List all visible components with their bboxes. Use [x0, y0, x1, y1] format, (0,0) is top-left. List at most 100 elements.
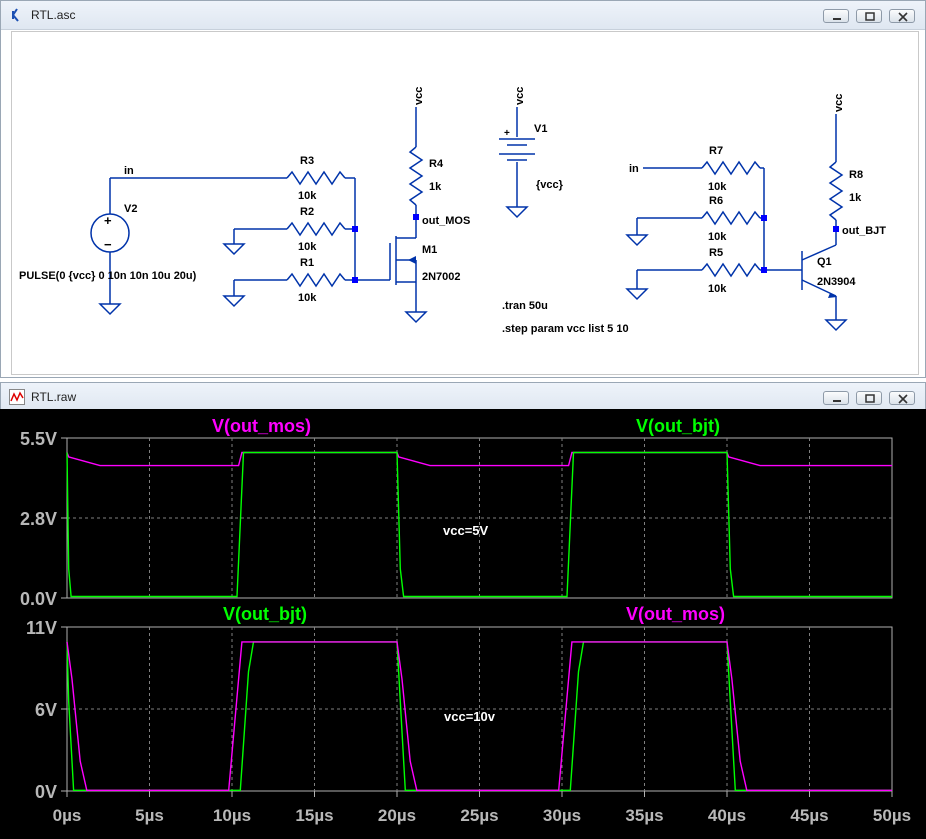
x-tick-label: 20µs [378, 806, 416, 825]
r7-value: 10k [708, 181, 727, 193]
r8-label: R8 [849, 169, 863, 181]
r6-value: 10k [708, 231, 727, 243]
trace-label-out-bjt[interactable]: V(out_bjt) [636, 416, 720, 436]
plot-background [0, 409, 926, 839]
close-button[interactable] [889, 9, 915, 23]
r5-resistor[interactable] [701, 262, 761, 278]
r3-resistor[interactable] [286, 170, 346, 186]
r7-resistor[interactable] [701, 160, 761, 176]
x-tick-label: 30µs [543, 806, 581, 825]
junction-dot [761, 267, 767, 273]
minimize-button[interactable] [823, 391, 849, 405]
trace-vout-mos[interactable] [66, 641, 892, 791]
step-annotation: vcc=10v [444, 709, 496, 724]
r3-value: 10k [298, 190, 317, 202]
step-annotation: vcc=5V [443, 523, 489, 538]
waveform-titlebar[interactable]: RTL.raw [1, 383, 925, 412]
r2-label: R2 [300, 206, 314, 218]
close-icon [898, 394, 908, 404]
r5-label: R5 [709, 247, 723, 259]
restore-icon [865, 12, 875, 21]
y-tick-label: 5.5V [20, 429, 57, 449]
r7-label: R7 [709, 145, 723, 157]
trace-vout-mos[interactable] [66, 451, 892, 467]
y-tick-label: 0V [35, 782, 57, 802]
ground-icon [625, 288, 649, 301]
net-label-out-mos: out_MOS [422, 215, 470, 227]
x-tick-label: 10µs [213, 806, 251, 825]
r3-label: R3 [300, 155, 314, 167]
junction-dot [352, 226, 358, 232]
v2-label: V2 [124, 203, 137, 215]
x-tick-label: 35µs [625, 806, 663, 825]
trace-label-out-bjt[interactable]: V(out_bjt) [223, 604, 307, 624]
junction-dot [761, 215, 767, 221]
q1-label: Q1 [817, 256, 832, 268]
r5-value: 10k [708, 283, 727, 295]
r8-resistor[interactable] [828, 161, 844, 221]
schematic-titlebar[interactable]: RTL.asc [1, 1, 925, 30]
waveform-window-title: RTL.raw [31, 390, 77, 404]
q1-emitter-arrow-icon [828, 293, 837, 298]
v2-plus-sign: + [104, 213, 112, 228]
ground-icon [505, 206, 529, 219]
step-directive: .step param vcc list 5 10 [502, 323, 629, 335]
v2-pulse-spec: PULSE(0 {vcc} 0 10n 10n 10u 20u) [19, 270, 197, 282]
schematic-app-icon [12, 8, 19, 22]
r6-label: R6 [709, 195, 723, 207]
minimize-button[interactable] [823, 9, 849, 23]
trace-label-out-mos[interactable]: V(out_mos) [212, 416, 311, 436]
q1-model: 2N3904 [817, 276, 856, 288]
trace-label-out-mos[interactable]: V(out_mos) [626, 604, 725, 624]
m1-label: M1 [422, 244, 437, 256]
junction-dot [833, 226, 839, 232]
schematic-canvas[interactable]: vcc vcc vcc in in R3 10k R2 10k R1 10k R… [11, 31, 919, 375]
net-label-in: in [124, 165, 134, 177]
close-button[interactable] [889, 391, 915, 405]
minimize-icon [833, 400, 841, 402]
x-tick-label: 0µs [53, 806, 82, 825]
ground-icon [625, 234, 649, 247]
v2-minus-sign: − [104, 237, 112, 252]
r4-value: 1k [429, 181, 442, 193]
x-tick-label: 25µs [460, 806, 498, 825]
y-tick-label: 11V [26, 618, 57, 638]
trace-vout-bjt[interactable] [66, 451, 892, 598]
schematic-window-title: RTL.asc [31, 8, 76, 22]
ground-icon [404, 311, 428, 324]
junction-dot [352, 277, 358, 283]
restore-button[interactable] [856, 391, 882, 405]
y-tick-label: 0.0V [20, 589, 57, 609]
ground-icon [824, 319, 848, 332]
restore-button[interactable] [856, 9, 882, 23]
r1-label: R1 [300, 257, 314, 269]
r2-value: 10k [298, 241, 317, 253]
x-tick-label: 15µs [295, 806, 333, 825]
r4-label: R4 [429, 158, 444, 170]
r4-resistor[interactable] [408, 146, 424, 206]
r6-resistor[interactable] [701, 210, 761, 226]
y-tick-label: 2.8V [20, 509, 57, 529]
vcc-label: vcc [833, 94, 845, 112]
close-icon [898, 12, 908, 22]
v1-value: {vcc} [536, 179, 564, 191]
waveform-app-icon [9, 389, 25, 405]
schematic-drawing[interactable]: vcc vcc vcc in in R3 10k R2 10k R1 10k R… [12, 32, 918, 374]
ground-icon [98, 303, 122, 316]
junction-dot [413, 214, 419, 220]
v1-label: V1 [534, 123, 547, 135]
schematic-window[interactable]: RTL.asc [0, 0, 926, 378]
restore-icon [865, 394, 875, 403]
x-tick-label: 50µs [873, 806, 911, 825]
r1-resistor[interactable] [286, 272, 346, 288]
v1-plus-sign: + [504, 128, 510, 139]
vcc-label: vcc [413, 87, 425, 105]
ground-icon [222, 295, 246, 308]
net-label-in: in [629, 163, 639, 175]
r2-resistor[interactable] [286, 221, 346, 237]
x-tick-label: 45µs [790, 806, 828, 825]
tran-directive: .tran 50u [502, 300, 548, 312]
pane-vcc5[interactable]: 5.5V 2.8V 0.0V [20, 429, 893, 609]
